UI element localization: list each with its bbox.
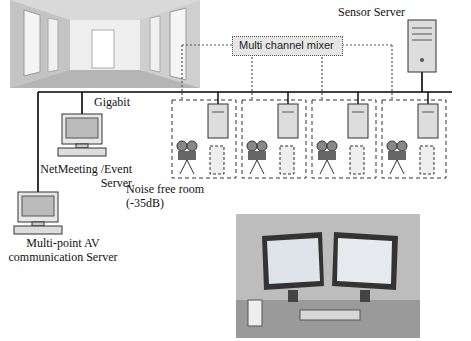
desktop-computer xyxy=(14,192,62,234)
server-tower xyxy=(408,20,436,72)
room-photo xyxy=(236,214,420,338)
room-equipment xyxy=(172,92,236,178)
server-label: Sensor Server xyxy=(338,5,405,19)
desktop-computer xyxy=(58,114,106,156)
room-equipment xyxy=(242,92,306,178)
corridor-photo xyxy=(10,0,200,88)
server-label: NetMeeting /Event Server xyxy=(40,162,132,190)
room-label: Noise free room (-35dB) xyxy=(126,182,216,210)
mixer-label: Multi channel mixer xyxy=(239,39,336,52)
room-equipment xyxy=(382,92,446,178)
network-label: Gigabit xyxy=(94,95,130,109)
room-equipment xyxy=(312,92,376,178)
mixer-box: Multi channel mixer xyxy=(232,36,343,56)
server-label: Multi-point AV communication Server xyxy=(6,236,120,264)
gigabit-bus xyxy=(38,72,452,192)
